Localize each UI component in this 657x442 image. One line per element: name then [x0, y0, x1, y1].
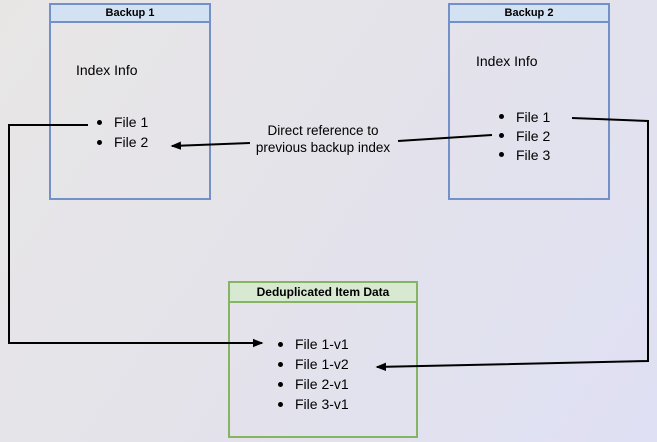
- bullet-icon: [278, 361, 283, 367]
- list-item-label: File 1-v2: [295, 356, 349, 372]
- bullet-icon: [97, 119, 102, 125]
- list-item: File 3-v1: [278, 394, 349, 414]
- bullet-icon: [499, 114, 504, 119]
- direct-reference-label-line1: Direct reference to: [267, 123, 379, 138]
- list-item: File 2: [97, 132, 148, 152]
- dedup-title: Deduplicated Item Data: [256, 285, 390, 299]
- direct-reference-label: Direct reference to previous backup inde…: [203, 122, 443, 156]
- list-item: File 2: [499, 126, 550, 145]
- list-item-label: File 3: [516, 146, 551, 163]
- list-item: File 1: [97, 112, 148, 132]
- bullet-icon: [278, 401, 283, 407]
- list-item-label: File 3-v1: [295, 396, 349, 412]
- list-item: File 1-v1: [278, 334, 349, 354]
- backup1-subtitle: Index Info: [76, 62, 138, 78]
- list-item: File 3: [499, 145, 550, 164]
- backup2-box: Backup 2: [448, 3, 610, 200]
- dedup-box: Deduplicated Item Data: [228, 281, 418, 438]
- list-item: File 1: [499, 107, 550, 126]
- dedup-header: Deduplicated Item Data: [230, 283, 416, 303]
- bullet-icon: [499, 152, 504, 157]
- direct-reference-label-line2: previous backup index: [255, 140, 391, 155]
- bullet-icon: [278, 341, 283, 347]
- backup2-file-list: File 1 File 2 File 3: [499, 107, 550, 164]
- bullet-icon: [499, 133, 504, 138]
- bullet-icon: [278, 381, 283, 387]
- list-item-label: File 1: [114, 114, 149, 130]
- list-item-label: File 2-v1: [295, 376, 349, 392]
- list-item: File 2-v1: [278, 374, 349, 394]
- list-item: File 1-v2: [278, 354, 349, 374]
- list-item-label: File 2: [516, 127, 551, 144]
- list-item-label: File 1-v1: [295, 336, 349, 352]
- backup1-file-list: File 1 File 2: [97, 112, 148, 152]
- backup1-box: Backup 1: [49, 3, 211, 200]
- bullet-icon: [97, 139, 102, 145]
- backup2-header: Backup 2: [450, 5, 608, 23]
- list-item-label: File 2: [114, 134, 149, 150]
- backup2-subtitle: Index Info: [476, 53, 538, 69]
- backup1-title: Backup 1: [105, 7, 155, 19]
- dedup-file-list: File 1-v1 File 1-v2 File 2-v1 File 3-v1: [278, 334, 349, 414]
- backup1-header: Backup 1: [51, 5, 209, 23]
- list-item-label: File 1: [516, 108, 551, 125]
- backup2-title: Backup 2: [504, 7, 554, 19]
